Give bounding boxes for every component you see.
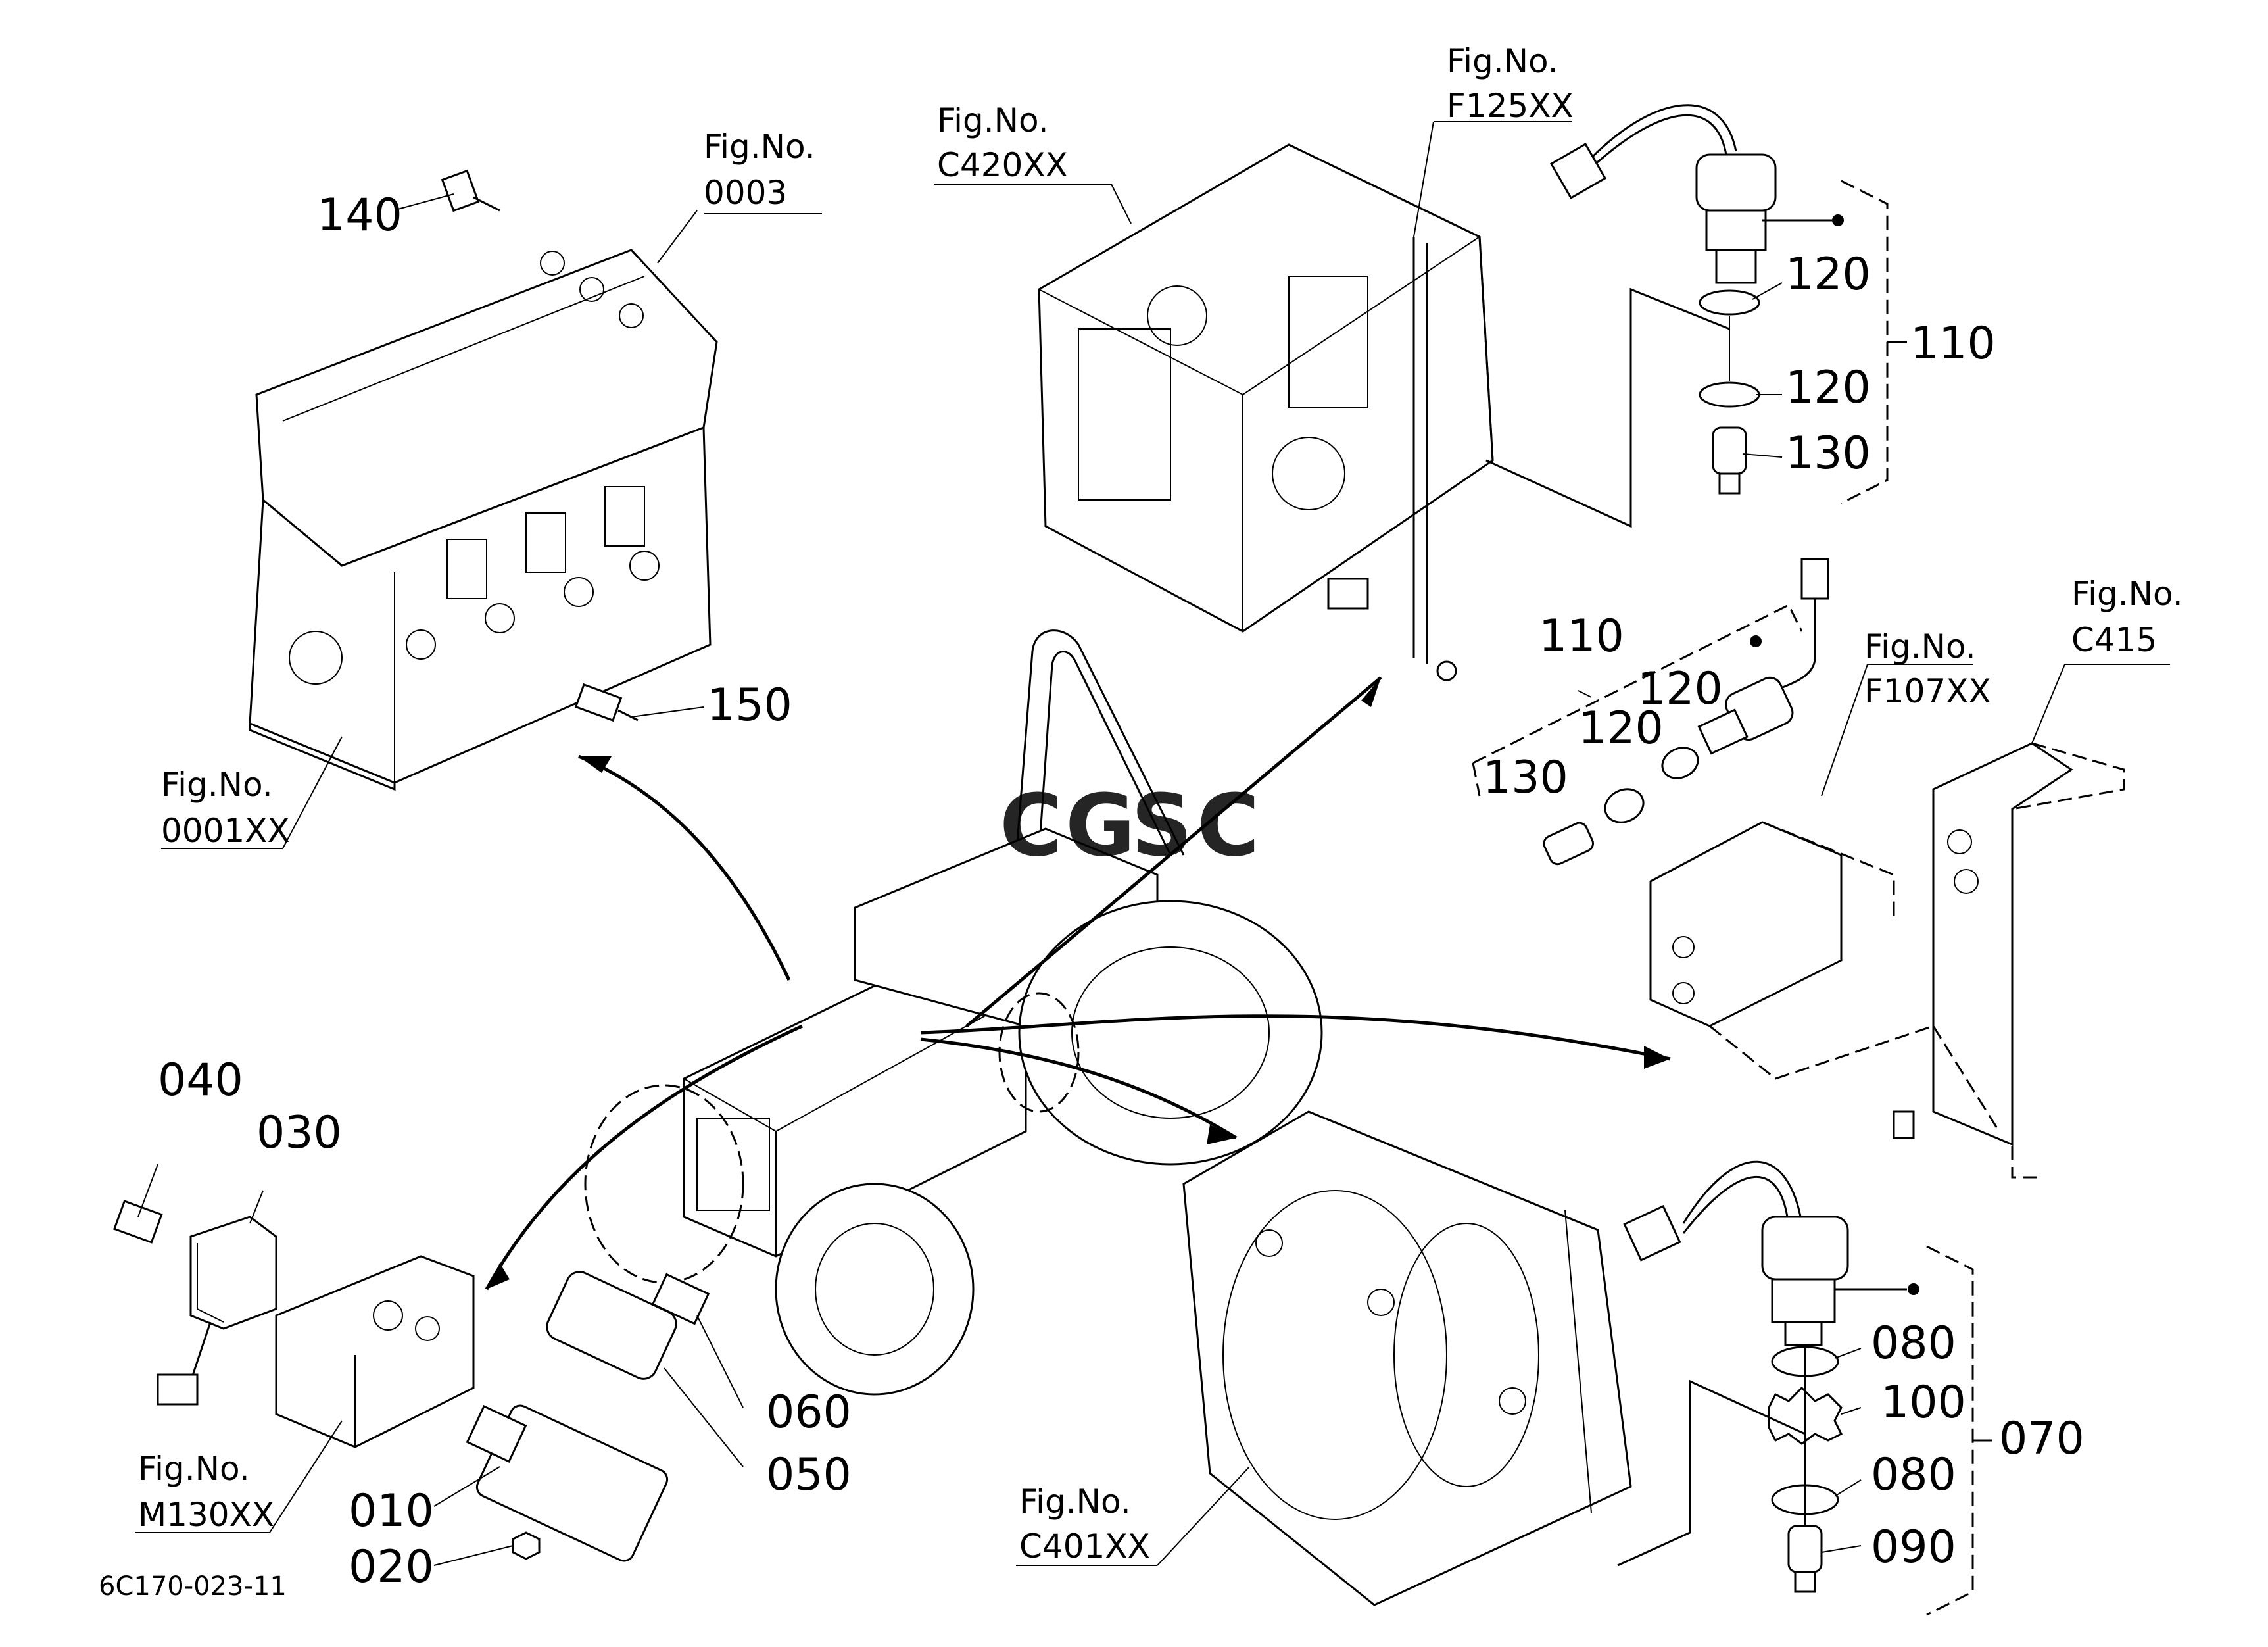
callout-130-upper: 130 xyxy=(1785,428,1871,479)
fig-ref-f107xx-number: F107XX xyxy=(1864,672,1991,710)
fig-ref-c420xx-number: C420XX xyxy=(937,146,1068,184)
fig-ref-0001xx-title: Fig.No. xyxy=(161,766,273,804)
callout-120-lower-b: 120 xyxy=(1578,702,1664,754)
bracket-parts-drawing xyxy=(113,1200,710,1562)
callout-040: 040 xyxy=(158,1054,243,1106)
callout-020: 020 xyxy=(349,1541,434,1593)
leader-lines xyxy=(135,121,2170,1566)
watermark-letter-4: C xyxy=(1197,775,1259,875)
watermark-letter-3: S xyxy=(1131,775,1193,875)
drawing-code: 6C170-023-11 xyxy=(99,1571,287,1602)
sensor-assembly-070 xyxy=(1617,1160,1992,1616)
sensor-assembly-110-upper xyxy=(1485,104,1907,528)
callout-030: 030 xyxy=(256,1107,342,1159)
callout-090: 090 xyxy=(1871,1521,1956,1573)
clutch-housing-drawing xyxy=(1182,1110,1632,1606)
fig-ref-c415-title: Fig.No. xyxy=(2071,575,2183,613)
fig-ref-c420xx-title: Fig.No. xyxy=(937,101,1049,139)
sensor-140-drawing xyxy=(441,169,500,212)
callout-120-upper-b: 120 xyxy=(1785,362,1871,414)
fig-ref-m130xx-number: M130XX xyxy=(138,1496,274,1534)
callout-080-b: 080 xyxy=(1871,1449,1956,1501)
callout-120-upper-a: 120 xyxy=(1785,249,1871,301)
bracket-c415-drawing xyxy=(1649,742,2125,1179)
pointer-arrows xyxy=(485,676,1671,1291)
fig-ref-m130xx-title: Fig.No. xyxy=(138,1450,250,1488)
fig-ref-f125xx-number: F125XX xyxy=(1447,87,1574,125)
watermark-letter-2: G xyxy=(1065,775,1136,875)
fig-ref-f107xx-title: Fig.No. xyxy=(1864,627,1976,666)
fig-ref-0003-number: 0003 xyxy=(704,174,787,212)
engine-assembly-drawing xyxy=(249,169,718,791)
fig-ref-c415-number: C415 xyxy=(2071,621,2157,659)
fig-ref-0003-title: Fig.No. xyxy=(704,128,815,166)
fig-ref-c401xx-number: C401XX xyxy=(1019,1527,1150,1565)
callout-060: 060 xyxy=(766,1387,852,1438)
callout-110-upper: 110 xyxy=(1910,318,1996,370)
callout-140: 140 xyxy=(317,189,402,241)
callout-050: 050 xyxy=(766,1449,852,1501)
tractor-drawing xyxy=(584,629,1323,1396)
watermark-letter-1: C xyxy=(1000,775,1062,875)
callout-010: 010 xyxy=(349,1485,434,1537)
callout-110-lower: 110 xyxy=(1539,610,1624,662)
sensor-150-drawing xyxy=(574,683,639,722)
fig-ref-0001xx-number: 0001XX xyxy=(161,812,290,850)
figure-references: Fig.No. 0003 Fig.No. 0001XX Fig.No. C420… xyxy=(138,42,2183,1565)
transmission-case-drawing xyxy=(1038,143,1494,681)
callout-150: 150 xyxy=(707,679,792,731)
fig-ref-c401xx-title: Fig.No. xyxy=(1019,1483,1131,1521)
part-callouts: 140 150 120 110 120 130 110 120 120 130 … xyxy=(158,189,2085,1593)
sensor-assembly-110-lower xyxy=(1472,558,1829,866)
watermark-logo: C G S C xyxy=(1000,775,1259,875)
callout-070: 070 xyxy=(1999,1413,2085,1465)
callout-100: 100 xyxy=(1881,1377,1966,1429)
callout-120-lower-a: 120 xyxy=(1637,663,1723,715)
fig-ref-f125xx-title: Fig.No. xyxy=(1447,42,1558,80)
callout-080-a: 080 xyxy=(1871,1317,1956,1369)
callout-130-lower: 130 xyxy=(1483,752,1568,804)
